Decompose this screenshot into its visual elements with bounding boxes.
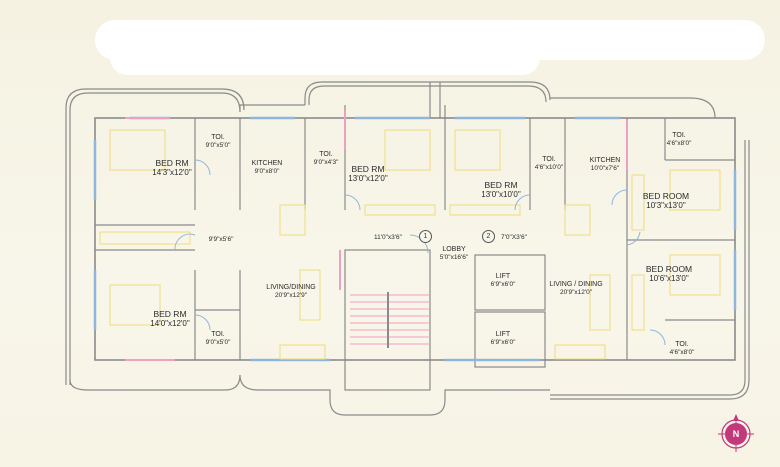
room-bed-rm-nw: BED RM 14'3"x12'0" [152, 158, 192, 177]
room-toi-ne: TOI. 4'6"x10'0" [534, 156, 564, 171]
room-kitchen-w: KITCHEN 9'0"x8'0" [251, 160, 283, 175]
room-bed-rm-nc: BED RM 13'0"x12'0" [348, 164, 388, 183]
room-living-w: LIVING/DINING 20'9"x12'9" [266, 284, 316, 299]
room-foyer-1: 11'0"x3'6" [374, 234, 402, 241]
room-kitchen-e: KITCHEN 10'0"x7'6" [589, 157, 621, 172]
door-marker-2: 2 [482, 230, 495, 243]
room-living-e: LIVING / DINING 20'9"x12'0" [549, 281, 603, 296]
room-toi-nw2: TOI. 9'0"x4'3" [313, 151, 339, 166]
room-foyer-2: 7'0"X3'6" [501, 234, 527, 241]
room-toi-ne2: TOI. 4'6"x8'0" [666, 132, 692, 147]
redacted-title-area [110, 40, 540, 75]
door-marker-1: 1 [419, 230, 432, 243]
room-lift-2: LIFT 6'9"x6'0" [490, 331, 516, 346]
room-toi-sw: TOI. 9'0"x5'0" [205, 331, 231, 346]
room-bed-rm-sw: BED RM 14'0"x12'0" [150, 309, 190, 328]
room-passage-w: 9'9"x5'6" [208, 236, 234, 243]
room-lift-1: LIFT 6'9"x6'0" [490, 273, 516, 288]
room-lobby: LOBBY 5'0"x16'6" [439, 246, 469, 261]
room-bed-rm-ne: BED RM 13'0"x10'0" [481, 180, 521, 199]
north-indicator-icon: N [725, 423, 747, 445]
room-toi-se: TOI. 4'6"x8'0" [669, 341, 695, 356]
room-bed-room-e2: BED ROOM 10'6"x13'0" [645, 264, 693, 283]
room-toi-nw: TOI. 9'0"x5'0" [205, 134, 231, 149]
room-bed-room-e1: BED ROOM 10'3"x13'0" [642, 191, 690, 210]
